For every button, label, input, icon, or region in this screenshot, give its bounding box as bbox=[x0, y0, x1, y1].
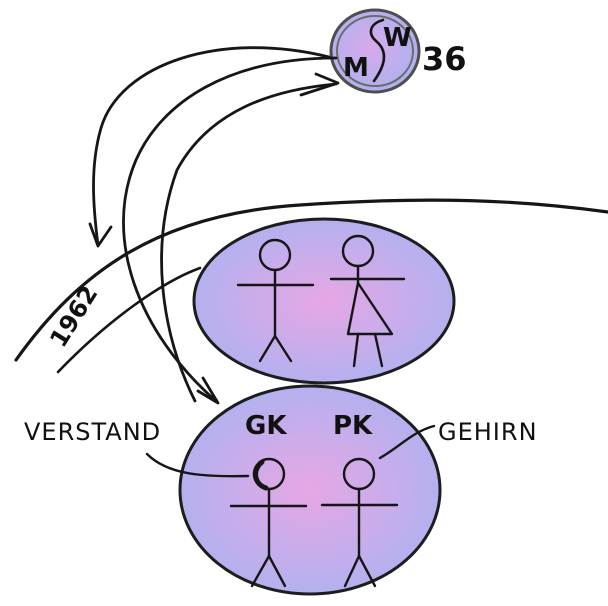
right-outside-label: GEHIRN bbox=[438, 418, 538, 446]
upper-left-figure bbox=[236, 238, 315, 363]
top-node: M W bbox=[329, 8, 421, 94]
arrow-down-head bbox=[196, 376, 220, 405]
timeline-year: 1962 bbox=[44, 281, 103, 352]
top-node-letter-m: M bbox=[343, 53, 369, 83]
top-node-number: 36 bbox=[422, 40, 467, 78]
arrow-to-timeline-head bbox=[88, 222, 113, 248]
left-label-connector bbox=[145, 452, 250, 478]
timeline-curve bbox=[14, 198, 608, 362]
right-label-connector bbox=[378, 424, 436, 460]
upper-right-figure bbox=[329, 234, 406, 368]
lower-right-figure bbox=[320, 457, 399, 588]
left-outside-label: VERSTAND bbox=[24, 418, 161, 446]
upper-group bbox=[192, 217, 456, 385]
arrow-up-head bbox=[299, 72, 340, 97]
lower-group: GK PK bbox=[178, 384, 442, 596]
lower-left-code: GK bbox=[245, 411, 287, 441]
lower-left-figure bbox=[229, 457, 308, 588]
top-node-letter-w: W bbox=[383, 23, 412, 53]
lower-right-code: PK bbox=[333, 411, 373, 441]
arrow-to-timeline bbox=[92, 46, 331, 247]
arrow-to-bottom-group-right bbox=[160, 82, 338, 403]
arrow-to-bottom-group-left bbox=[122, 56, 338, 404]
timeline-inner-curve bbox=[56, 266, 202, 374]
